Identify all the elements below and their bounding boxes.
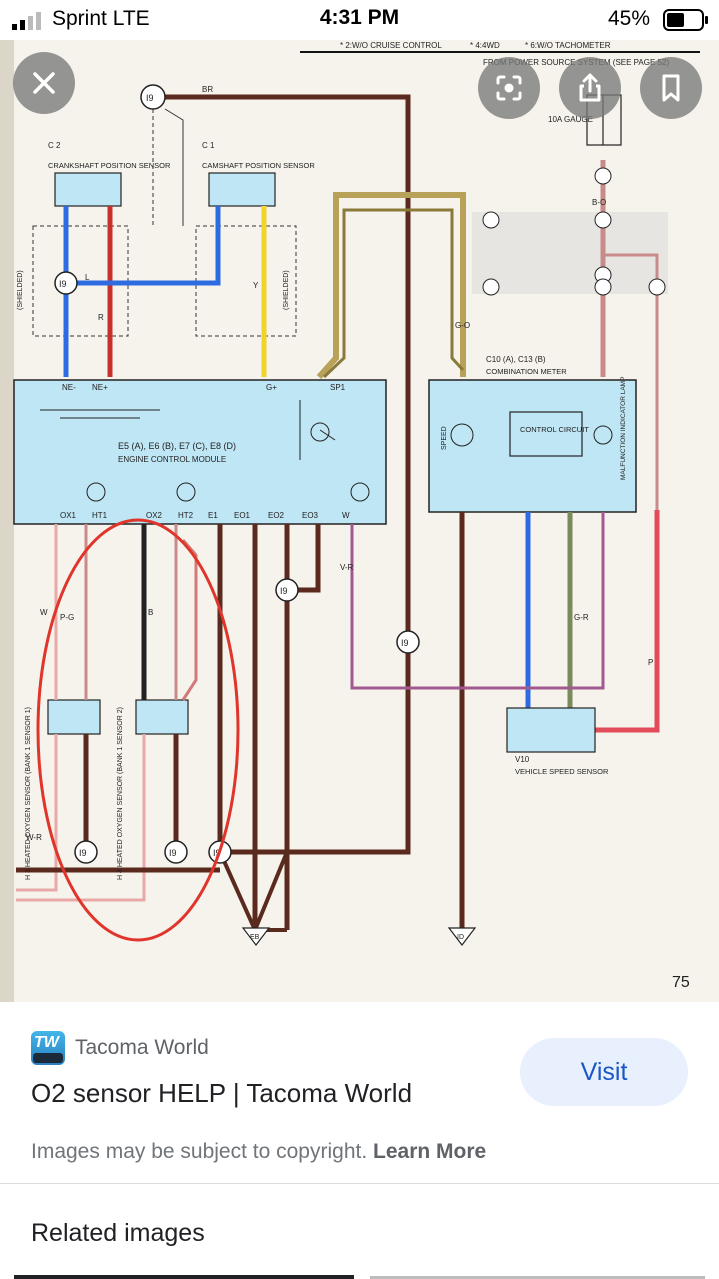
wiring-diagram[interactable]: * 2:W/O CRUISE CONTROL * 4:4WD * 6:W/O T… — [0, 40, 719, 1002]
wire-label-r: R — [98, 313, 104, 322]
bookmark-button[interactable] — [640, 57, 702, 119]
learn-more-link[interactable]: Learn More — [373, 1140, 487, 1163]
copyright-text: Images may be subject to copyright. — [31, 1140, 368, 1163]
copyright-notice: Images may be subject to copyright. Lear… — [31, 1140, 486, 1164]
v10-code: V10 — [515, 755, 530, 764]
lens-icon — [496, 75, 522, 101]
wire-label-bo: B-O — [592, 198, 606, 207]
related-thumbnail-2[interactable] — [370, 1276, 705, 1279]
close-button[interactable] — [13, 52, 75, 114]
signal-icon — [12, 12, 41, 30]
junction-i9-right: I9 — [401, 638, 409, 648]
share-button[interactable] — [559, 57, 621, 119]
shielded-label-1: (SHIELDED) — [17, 270, 24, 310]
pin-e1: E1 — [208, 511, 218, 520]
ground-id-symbol — [447, 927, 477, 946]
junction-i9-e1: I9 — [213, 848, 221, 858]
lens-button[interactable] — [478, 57, 540, 119]
pin-g-plus: G+ — [266, 383, 277, 392]
gauge-label: 10A GAUGE — [548, 115, 593, 124]
c2-name: CRANKSHAFT POSITION SENSOR — [48, 161, 171, 170]
ecm-module — [13, 379, 387, 525]
pin-ne-minus: NE- — [62, 383, 76, 392]
wire-label-br: BR — [202, 85, 213, 94]
junction-i9-left: I9 — [59, 279, 67, 289]
result-title[interactable]: O2 sensor HELP | Tacoma World — [31, 1078, 413, 1108]
source-name[interactable]: Tacoma World — [75, 1036, 209, 1059]
c2-sensor — [54, 172, 122, 207]
wire-label-p: P — [648, 658, 653, 667]
battery-percent: 45% — [608, 7, 651, 30]
h4-sensor — [135, 699, 189, 735]
c1-code: C 1 — [202, 141, 215, 150]
h4-label: H 4 HEATED OXYGEN SENSOR (BANK 1 SENSOR … — [117, 707, 124, 880]
ecm-name: ENGINE CONTROL MODULE — [118, 455, 226, 464]
wire-label-pg: P-G — [60, 613, 74, 622]
v10-name: VEHICLE SPEED SENSOR — [515, 767, 609, 776]
pin-ht2: HT2 — [178, 511, 194, 520]
wire-label-vr: V-R — [340, 563, 354, 572]
close-icon — [33, 72, 55, 94]
note-cruise: * 2:W/O CRUISE CONTROL — [340, 41, 442, 50]
v10-sensor — [506, 707, 596, 753]
pin-ne-plus: NE+ — [92, 383, 108, 392]
pin-eo1: EO1 — [234, 511, 251, 520]
pin-eo3: EO3 — [302, 511, 319, 520]
status-bar: Sprint LTE 4:31 PM 45% — [0, 0, 719, 40]
junction-i9-mid: I9 — [280, 586, 288, 596]
wire-label-w: W — [40, 608, 48, 617]
junction-i9-h4: I9 — [169, 848, 177, 858]
source-logo-text: TW — [34, 1034, 59, 1051]
c2-code: C 2 — [48, 141, 61, 150]
battery-icon — [663, 9, 708, 31]
h3-sensor — [47, 699, 101, 735]
ground-eb-symbol — [241, 927, 271, 946]
c1-name: CAMSHAFT POSITION SENSOR — [202, 161, 315, 170]
meter-name: COMBINATION METER — [486, 367, 567, 376]
meter-code: C10 (A), C13 (B) — [486, 355, 546, 364]
section-divider — [0, 1183, 719, 1184]
control-circuit-label: CONTROL CIRCUIT — [520, 425, 589, 434]
wire-label-l: L — [85, 273, 90, 282]
c1-sensor — [208, 172, 276, 207]
highlight-circle — [36, 518, 240, 942]
page-number: 75 — [672, 974, 690, 991]
wire-label-b: B — [148, 608, 153, 617]
pin-ht1: HT1 — [92, 511, 108, 520]
carrier-label: Sprint LTE — [52, 7, 150, 30]
note-4wd: * 4:4WD — [470, 41, 500, 50]
car-icon — [33, 1053, 63, 1063]
mil-label: MALFUNCTION INDICATOR LAMP — [620, 377, 627, 480]
clock: 4:31 PM — [319, 6, 400, 29]
note-tacho: * 6:W/O TACHOMETER — [525, 41, 611, 50]
speed-label: SPEED — [441, 426, 448, 450]
wire-label-wr: W-R — [26, 833, 42, 842]
h3-label: H 3 HEATED OXYGEN SENSOR (BANK 1 SENSOR … — [25, 707, 32, 880]
wire-label-go: G-O — [455, 321, 470, 330]
junction-i9-top: I9 — [146, 93, 154, 103]
wire-label-y: Y — [253, 281, 259, 290]
source-logo[interactable]: TW — [31, 1031, 65, 1065]
ground-eb: EB — [250, 934, 260, 941]
related-thumbnail-1[interactable] — [14, 1275, 354, 1279]
related-images-heading: Related images — [31, 1219, 205, 1247]
image-viewer[interactable]: * 2:W/O CRUISE CONTROL * 4:4WD * 6:W/O T… — [0, 40, 719, 1002]
pin-eo2: EO2 — [268, 511, 285, 520]
bookmark-icon — [662, 74, 680, 102]
pin-ox2: OX2 — [146, 511, 163, 520]
ecm-connectors: E5 (A), E6 (B), E7 (C), E8 (D) — [118, 441, 236, 451]
junction-i9-h3: I9 — [79, 848, 87, 858]
visit-button[interactable]: Visit — [520, 1038, 688, 1106]
wire-label-gr: G-R — [574, 613, 589, 622]
ground-id: ID — [457, 934, 464, 941]
share-icon — [579, 73, 601, 102]
shielded-label-2: (SHIELDED) — [283, 270, 290, 310]
pin-w: W — [342, 511, 350, 520]
pin-ox1: OX1 — [60, 511, 77, 520]
pin-sp1: SP1 — [330, 383, 346, 392]
